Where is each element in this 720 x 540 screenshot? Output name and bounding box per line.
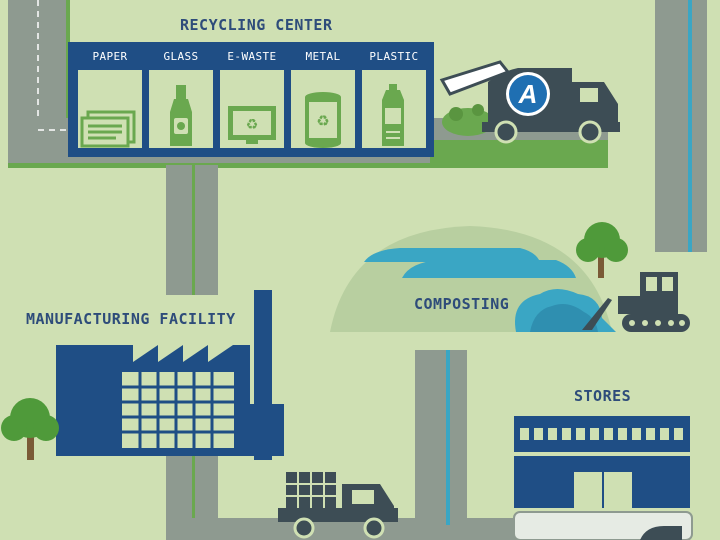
recycling-center-title: RECYCLING CENTER	[180, 16, 333, 34]
stores-title: STORES	[574, 387, 631, 405]
composting-title: COMPOSTING	[414, 295, 509, 313]
svg-text:♻: ♻	[316, 112, 329, 130]
plastic-bottle-icon	[382, 84, 404, 146]
truck-logo: A	[512, 79, 544, 110]
can-icon: ♻	[305, 92, 341, 148]
bin-label-ewaste: E-WASTE	[217, 50, 287, 63]
factory-tree-icon	[1, 398, 59, 460]
bin-label-metal: METAL	[288, 50, 358, 63]
bin-label-plastic: PLASTIC	[359, 50, 429, 63]
bin-label-glass: GLASS	[146, 50, 216, 63]
store-building	[514, 416, 692, 540]
composting-area	[330, 226, 616, 332]
tree-icon	[576, 222, 628, 278]
manufacturing-title: MANUFACTURING FACILITY	[26, 310, 236, 328]
bin-label-paper: PAPER	[75, 50, 145, 63]
monitor-icon: ♻	[228, 106, 276, 144]
svg-text:♻: ♻	[246, 117, 259, 133]
newspaper-icon	[82, 112, 134, 146]
